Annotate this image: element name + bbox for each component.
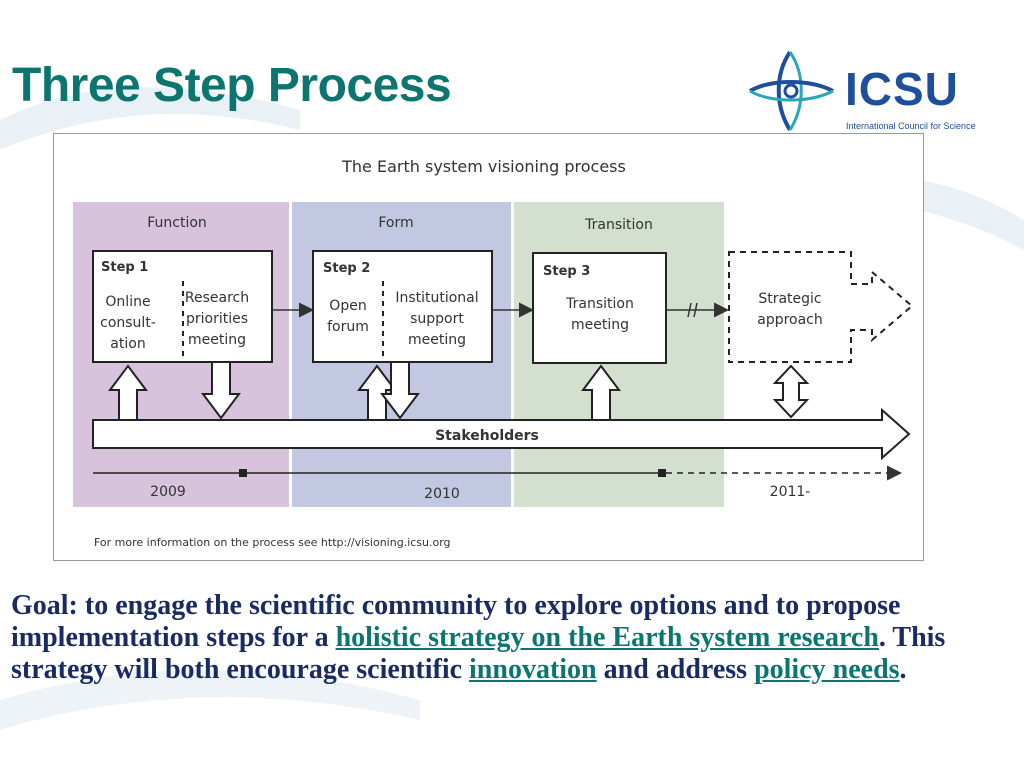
strategic-line2: approach [757,312,823,328]
diagram-canvas: The Earth system visioning process Funct… [73,157,914,549]
goal-prefix: Goal: to engage the scientific community… [11,590,901,653]
policy-needs-link[interactable]: policy needs [754,654,900,685]
phase-label-form: Form [378,215,413,231]
logo-subtitle: International Council for Science [846,121,976,131]
step3-line2: meeting [571,317,629,333]
logo-wordmark: ICSU [845,63,959,115]
down-arrow-step1 [201,361,241,420]
holistic-strategy-link[interactable]: holistic strategy on the Earth system re… [335,622,879,653]
step1-left-line1: Online [105,294,150,310]
timeline-marker-2 [658,469,666,477]
year-2009: 2009 [150,484,186,500]
step1-right-line3: meeting [188,332,246,348]
timeline-marker-1 [239,469,247,477]
step1-right-line2: priorities [186,311,248,327]
year-2010: 2010 [424,486,460,502]
goal-suffix: . [899,654,907,685]
phase-label-function: Function [147,215,207,231]
step2-right-line1: Institutional [395,290,478,306]
strategic-line1: Strategic [758,291,821,307]
step2-left-line1: Open [329,298,366,314]
innovation-link[interactable]: innovation [469,654,597,685]
step2-box [312,250,493,363]
strategic-approach-box [728,251,914,363]
step1-heading: Step 1 [101,260,148,275]
visioning-diagram: The Earth system visioning process Funct… [53,133,924,561]
goal-middle2: and address [596,654,755,685]
year-2011: 2011- [770,484,811,500]
step3-box [532,252,667,364]
step3-heading: Step 3 [543,264,590,279]
step1-left-line3: ation [110,336,145,352]
step2-left-line2: forum [327,319,369,335]
down-arrow-step2 [380,361,420,420]
up-arrow-step3 [581,364,621,421]
up-arrow-step1 [108,364,148,421]
phase-label-transition: Transition [584,217,653,233]
step3-line1: Transition [565,296,634,312]
step1-right-line1: Research [185,290,249,306]
double-arrow-strategic [772,364,810,419]
step2-right-line3: meeting [408,332,466,348]
goal-paragraph: Goal: to engage the scientific community… [11,590,1011,686]
diagram-footer: For more information on the process see … [94,536,451,549]
diagram-title: The Earth system visioning process [341,157,626,176]
goal-middle: . This strategy will both encourage scie… [11,622,946,685]
step2-right-line2: support [410,311,464,327]
icsu-logo-icon [748,50,834,132]
stakeholders-arrow [92,407,911,461]
page-title: Three Step Process [12,59,452,112]
stakeholders-label: Stakeholders [435,428,539,444]
step2-heading: Step 2 [323,261,370,276]
up-arrow-step2 [357,364,397,421]
step1-left-line2: consult- [100,315,156,331]
